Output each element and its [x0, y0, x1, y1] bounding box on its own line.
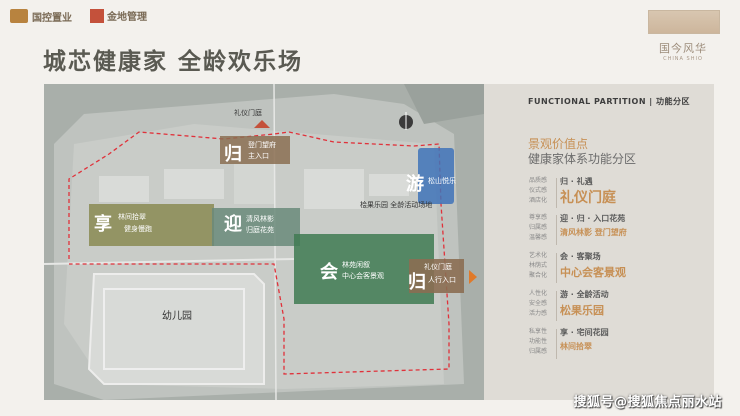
zone-row-5-t2: 林间拾翠	[560, 341, 592, 351]
zone-gui-top-title: 登门望府	[248, 141, 276, 149]
zone-row-4: 人性化 安全感 活力感 游 · 全龄活动 松果乐园	[524, 289, 704, 329]
developer-logo-text: 国控置业	[32, 12, 72, 24]
kindergarten-label: 幼儿园	[162, 311, 192, 322]
zone-row-1-t2: 礼仪门庭	[560, 190, 616, 206]
brand-subtitle: CHINA SHIO	[663, 56, 703, 62]
function-panel: FUNCTIONAL PARTITION | 功能分区 景观价值点 健康家体系功…	[484, 84, 714, 400]
zone-gui-top-glyph: 归	[224, 144, 242, 165]
zone-ying-glyph: 迎	[224, 214, 242, 235]
zone-row-4-side: 人性化 安全感 活力感	[528, 290, 547, 317]
zone-row-5-t1: 享 · 宅间花园	[560, 328, 609, 337]
watermark: 搜狐号@搜狐焦点丽水站	[573, 395, 722, 410]
zone-gui-right-glyph: 归	[408, 272, 426, 293]
page-headline: 城芯健康家 全龄欢乐场	[43, 49, 304, 75]
zone-gui-right-sub: 人行入口	[428, 276, 456, 284]
zone-you-sub: 桧果乐园 全龄活动场地	[360, 201, 433, 209]
zone-row-4-t1: 游 · 全龄活动	[560, 290, 609, 299]
zone-row-1: 品质感 仪式感 酒店化 归 · 礼遇 礼仪门庭	[524, 176, 704, 216]
zone-ying-title: 清风林影	[246, 215, 274, 223]
top-bar: 国控置业 金地管理 国今风华 CHINA SHIO	[0, 0, 740, 62]
panel-title: FUNCTIONAL PARTITION | 功能分区	[528, 97, 691, 106]
zone-xiang-glyph: 享	[94, 214, 112, 235]
zone-row-2-t2: 清风林影 登门望府	[560, 227, 627, 237]
zone-you-glyph: 游	[406, 174, 424, 195]
panel-subtitle-2: 健康家体系功能分区	[528, 152, 637, 166]
zone-row-3-t1: 会 · 客聚场	[560, 252, 601, 261]
project-brand: 国今风华 CHINA SHIO	[648, 10, 720, 62]
zone-row-1-t1: 归 · 礼遇	[560, 177, 593, 186]
developer-logo-icon	[10, 9, 28, 23]
zone-gui-right-title: 礼仪门庭	[424, 263, 452, 271]
site-plan: 礼仪门庭 归 登门望府 主入口 游 松山悦乐 桧果乐园 全龄活动场地 享 林间拾…	[44, 84, 484, 400]
zone-ying-sub: 归庭花苑	[246, 226, 274, 234]
zone-hui-title: 林苑闲叙	[342, 261, 370, 269]
zone-row-2: 尊享感 归属感 温馨感 迎 · 归 · 入口花苑 清风林影 登门望府	[524, 213, 704, 253]
manager-logo-icon	[90, 8, 104, 23]
gate-main-label: 礼仪门庭	[234, 109, 262, 117]
panel-subtitle-1: 景观价值点	[528, 137, 589, 151]
zone-hui-glyph: 会	[320, 262, 338, 283]
zone-row-1-side: 品质感 仪式感 酒店化	[528, 177, 547, 204]
property-manager-logo: 金地管理	[90, 8, 147, 23]
brand-name: 国今风华	[659, 42, 707, 55]
zone-xiang-title: 林间拾翠	[118, 213, 146, 221]
zone-gui-top-sub: 主入口	[248, 152, 269, 160]
zone-you-title: 松山悦乐	[428, 177, 456, 185]
zone-row-5-side: 私享性 功能性 归属感	[528, 328, 547, 355]
zone-xiang-sub: 健身慢跑	[124, 225, 152, 233]
zone-row-4-t2: 松果乐园	[560, 304, 604, 317]
zone-row-2-side: 尊享感 归属感 温馨感	[528, 214, 547, 241]
brand-emblem	[648, 10, 720, 34]
zone-row-3: 艺术化 林荫式 聚合化 会 · 客聚场 中心会客景观	[524, 251, 704, 291]
zone-row-3-side: 艺术化 林荫式 聚合化	[528, 252, 547, 279]
site-plan-drawing	[44, 84, 484, 400]
zone-row-5: 私享性 功能性 归属感 享 · 宅间花园 林间拾翠	[524, 327, 704, 367]
developer-logo: 国控置业	[10, 8, 72, 24]
manager-logo-text: 金地管理	[107, 12, 147, 23]
zone-row-3-t2: 中心会客景观	[560, 266, 626, 279]
zone-row-2-t1: 迎 · 归 · 入口花苑	[560, 214, 626, 223]
zone-hui-sub: 中心会客景观	[342, 272, 384, 280]
